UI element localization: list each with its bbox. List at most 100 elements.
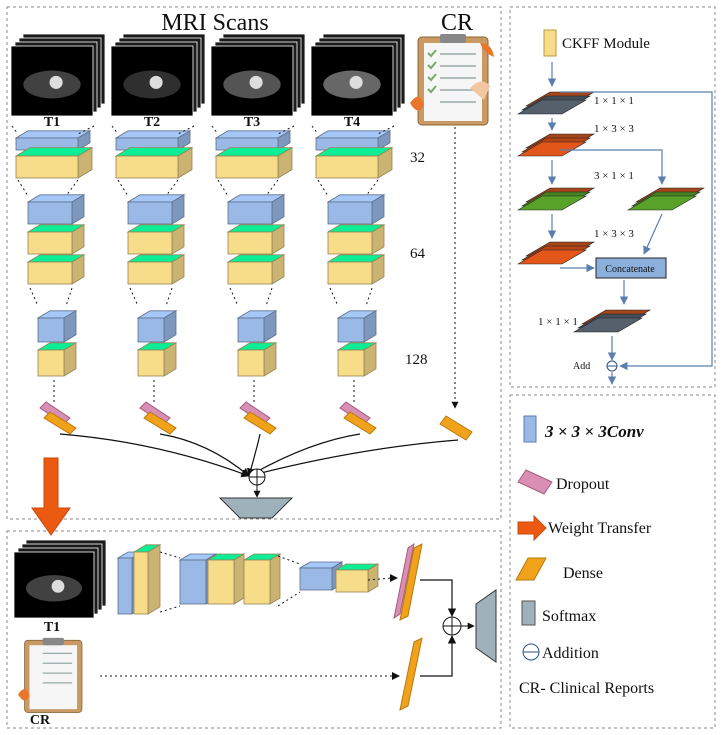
conv-block-s2-4 [326, 194, 386, 225]
legend-conv-swatch [523, 415, 537, 443]
pool-block-s3-3 [236, 342, 278, 377]
fusion-line-5 [248, 439, 459, 479]
ckff-label-2: 1 × 3 × 3 [594, 123, 634, 135]
ckff-panel-border [509, 6, 716, 388]
bottom-dropout [393, 542, 415, 620]
bottom-cr-label: CR [30, 713, 51, 728]
conv-block-s3-1 [36, 310, 78, 343]
top-panel-border [6, 6, 502, 520]
mri-scans-title: MRI Scans [161, 10, 268, 36]
dense-cr [439, 415, 473, 441]
bottom-clinical-report-icon [18, 637, 83, 713]
modality-label-t1: T1 [44, 115, 60, 130]
pool-block-s2b-2 [126, 254, 186, 285]
dense-3 [243, 411, 277, 435]
bottom-pool-4 [334, 563, 380, 593]
bottom-dense-1 [399, 543, 423, 621]
ckff-legend-label: CKFF Module [562, 36, 650, 52]
legend-softmax-label: Softmax [542, 608, 596, 625]
dense-2 [143, 411, 177, 435]
conv-block-s3-3 [236, 310, 278, 343]
bottom-panel-border [6, 530, 502, 729]
pool-block-s2b-3 [226, 254, 286, 285]
legend-cr-meaning: CR- Clinical Reports [519, 680, 654, 697]
modality-label-t4: T4 [344, 115, 360, 130]
ckff-label-3: 3 × 1 × 1 [594, 170, 634, 182]
ckff-green-to-concat [643, 213, 663, 255]
conv-block-s1-4 [314, 130, 392, 151]
bottom-pool-1 [132, 544, 162, 615]
ckff-slab-3x1x1 [516, 187, 596, 211]
ckff-slab-green-b [626, 187, 706, 211]
mri-scan-1 [10, 33, 106, 117]
concatenate-label: Concatenate [605, 264, 655, 275]
ckff-label-1: 1 × 1 × 1 [594, 95, 634, 107]
layer-size-32: 32 [410, 150, 425, 166]
ckff-slab-1x1x1-a [516, 91, 596, 115]
modality-label-t2: T2 [144, 115, 160, 130]
pool-block-s2a-2 [126, 224, 186, 255]
encoder-blocks [11, 125, 473, 441]
softmax-top [218, 497, 294, 519]
fusion-connections [59, 433, 459, 479]
dense-4 [343, 411, 377, 435]
legend-transfer-swatch [517, 514, 547, 542]
legend-panel-border [509, 394, 716, 729]
bottom-pool-2 [206, 553, 246, 605]
dense-1 [43, 411, 77, 435]
mri-scan-3 [210, 33, 306, 117]
ckff-slab-1x3x3-a [516, 133, 596, 157]
pool-block-s2b-1 [26, 254, 86, 285]
ckff-branch-arrow [560, 149, 667, 185]
conv-block-s1-3 [214, 130, 292, 151]
conv-block-s2-1 [26, 194, 86, 225]
conv-block-s2-3 [226, 194, 286, 225]
ckff-module-diagram [516, 29, 713, 385]
layer-size-64: 64 [410, 246, 426, 262]
legend-transfer-label: Weight Transfer [548, 520, 652, 537]
pool-block-s3-2 [136, 342, 178, 377]
conv-block-s1-1 [14, 130, 92, 151]
pool-block-s3-1 [36, 342, 78, 377]
ckff-slab-1x1x1-b [572, 309, 652, 333]
legend-dropout-label: Dropout [556, 476, 610, 493]
pool-block-s2a-1 [26, 224, 86, 255]
pool-block-s1-2 [114, 146, 194, 179]
weight-transfer-arrow [31, 457, 71, 536]
legend-dense-label: Dense [563, 565, 603, 582]
mri-scan-stacks [10, 33, 406, 117]
legend-conv-label: 3 × 3 × 3Conv [544, 422, 644, 441]
pool-block-s3-4 [336, 342, 378, 377]
bottom-softmax [475, 589, 497, 663]
ckff-slab-1x3x3-b [516, 241, 596, 265]
mri-scan-2 [110, 33, 206, 117]
concatenate-block [595, 257, 667, 279]
pool-block-s2b-4 [326, 254, 386, 285]
bottom-mri-scan [13, 539, 107, 619]
legend-addition-label: Addition [542, 645, 599, 662]
add-label: Add [573, 361, 590, 372]
pool-block-s2a-4 [326, 224, 386, 255]
ckff-residual [560, 91, 713, 371]
ckff-label-4: 1 × 3 × 3 [594, 228, 634, 240]
ckff-legend-swatch [543, 29, 557, 57]
legend-dense-swatch [515, 557, 547, 581]
bottom-fusion-top [420, 579, 457, 617]
conv-block-s1-2 [114, 130, 192, 151]
bottom-pipeline [13, 539, 497, 713]
fusion-line-4 [248, 433, 361, 477]
layer-size-128: 128 [405, 352, 428, 368]
bottom-t1-label: T1 [44, 620, 60, 635]
modality-label-t3: T3 [244, 115, 260, 130]
bottom-dense-2 [399, 637, 423, 711]
legend: 3 × 3 × 3Conv Dropout Weight Transfer De… [515, 415, 654, 697]
pool-block-s1-1 [14, 146, 94, 179]
pool-block-s1-3 [214, 146, 294, 179]
cr-title: CR [441, 10, 473, 36]
fusion-line-1 [59, 433, 250, 478]
mri-scan-4 [310, 33, 406, 117]
conv-block-s3-2 [136, 310, 178, 343]
conv-block-s3-4 [336, 310, 378, 343]
